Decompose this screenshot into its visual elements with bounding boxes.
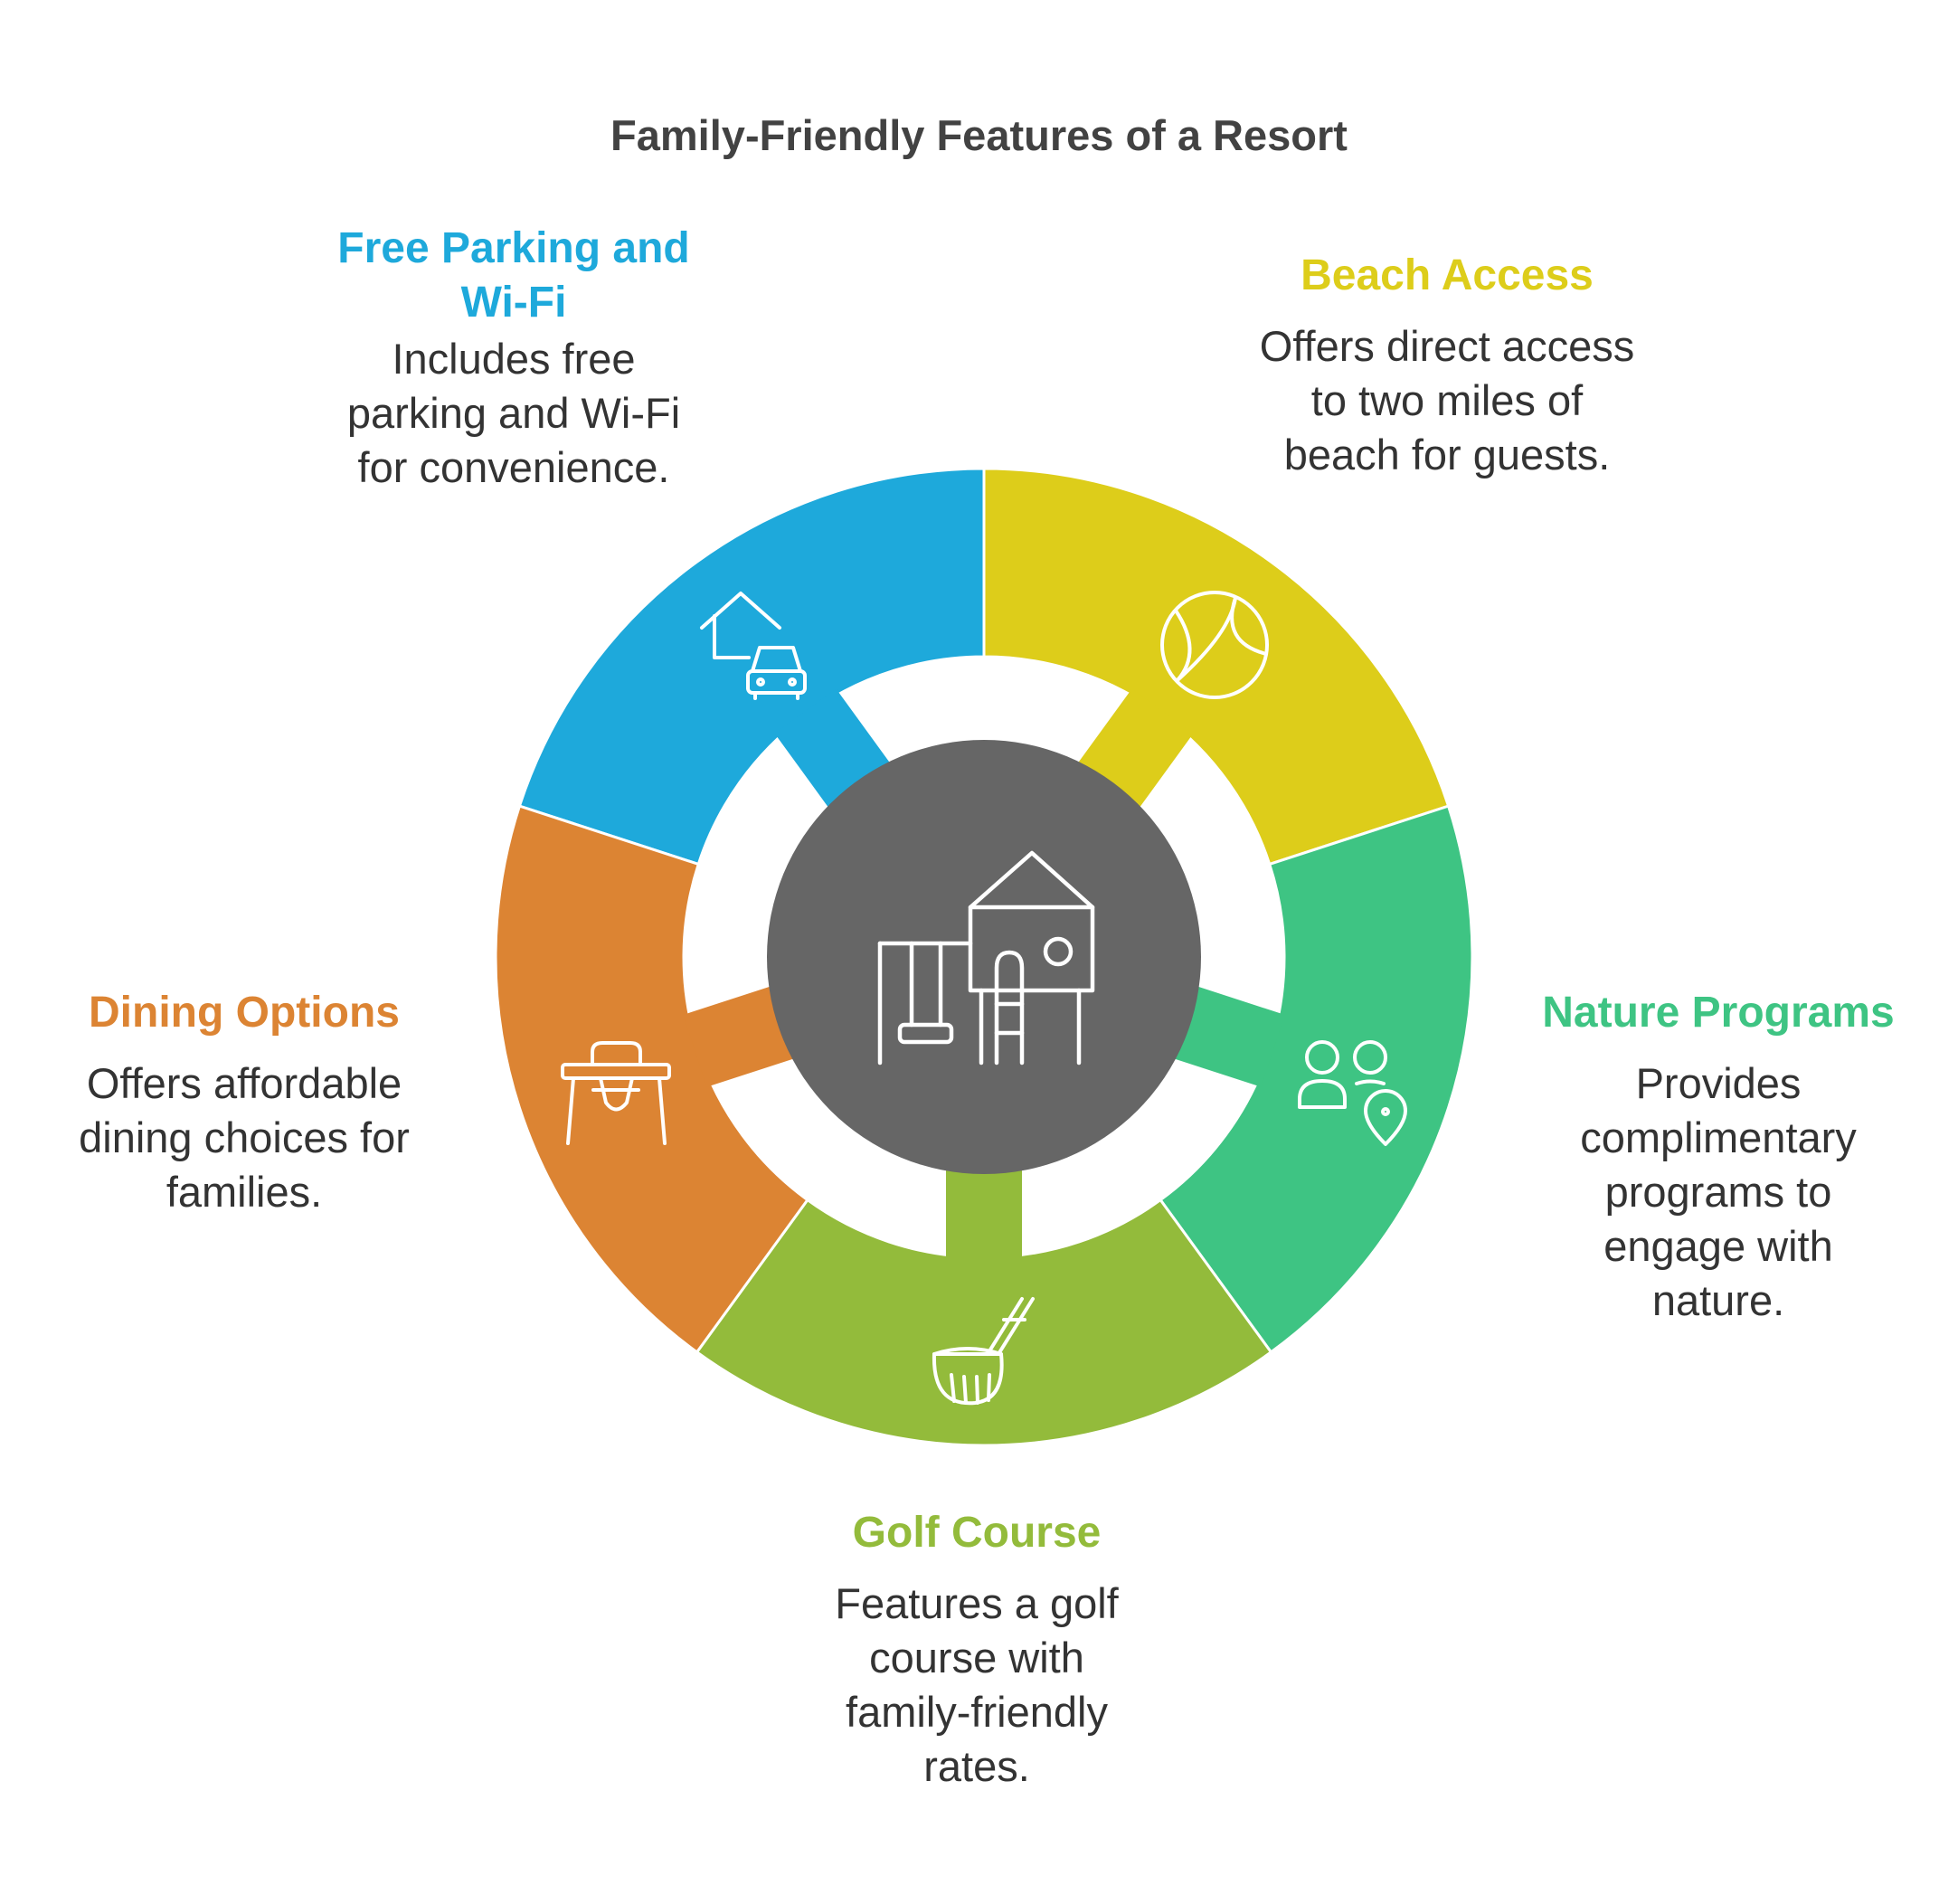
feature-heading-golf: Golf Course [852,1509,1102,1557]
feature-heading-parking: Free Parking and Wi-Fi [337,224,690,327]
people-location-icon [1298,1040,1407,1146]
ring-connector-golf [946,1165,1022,1261]
center-hub [767,740,1201,1174]
feature-heading-beach: Beach Access [1301,251,1594,299]
feature-block-parking: Free Parking and Wi-Fi Includes free par… [333,222,695,495]
feature-block-golf: Golf Course Features a golf course with … [796,1506,1158,1794]
beach-ball-icon [1160,591,1269,699]
ring-connector-dining [683,985,799,1087]
playground-treehouse-icon [877,850,1095,1066]
ring-segment-golf [695,1165,1273,1447]
ring-segment-shape-parking [517,467,986,867]
ring-connector-nature [1169,985,1285,1087]
high-chair-icon [561,1041,671,1145]
feature-ring [494,467,1474,1447]
ring-segment-nature [1159,804,1474,1354]
feature-description-dining: Offers affordable dining choices for fam… [79,1059,410,1216]
ring-segment-shape-golf [695,1198,1273,1447]
ring-segment-shape-nature [1159,804,1474,1354]
feature-block-dining: Dining Options Offers affordable dining … [54,986,434,1219]
feature-heading-nature: Nature Programs [1542,989,1895,1037]
feature-heading-dining: Dining Options [89,989,400,1037]
ring-segment-shape-beach [982,467,1451,867]
feature-block-nature: Nature Programs Provides complimentary p… [1528,986,1908,1328]
house-car-icon [700,592,807,700]
feature-description-parking: Includes free parking and Wi-Fi for conv… [346,335,681,491]
golf-club-icon [932,1297,1035,1406]
feature-description-golf: Features a golf course with family-frien… [835,1579,1119,1790]
diagram-title: Family-Friendly Features of a Resort [610,111,1348,159]
feature-description-beach: Offers direct access to two miles of bea… [1259,322,1635,478]
feature-block-beach: Beach Access Offers direct access to two… [1248,249,1646,482]
feature-description-nature: Provides complimentary programs to engag… [1580,1059,1857,1324]
